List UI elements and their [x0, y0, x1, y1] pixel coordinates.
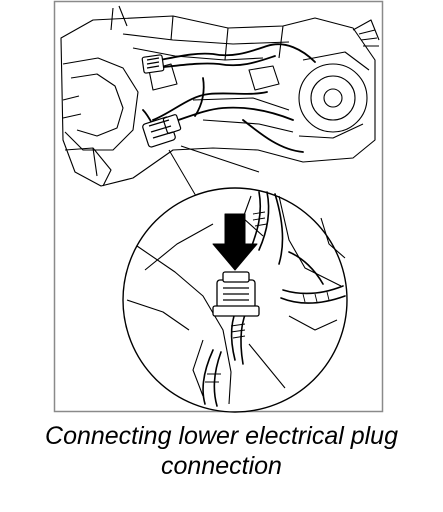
figure-caption: Connecting lower electrical plug connect… — [0, 421, 443, 481]
wiring-illustration — [53, 0, 384, 413]
lower-plug-connector — [142, 114, 182, 148]
upper-assembly — [60, 5, 380, 187]
upper-plug-connector — [141, 54, 165, 74]
caption-line-1: Connecting lower electrical plug — [45, 422, 398, 450]
caption-line-2: connection — [161, 452, 282, 480]
detail-view — [122, 187, 348, 413]
arrow-down-icon — [212, 213, 258, 271]
detail-plug-connector — [212, 271, 260, 317]
